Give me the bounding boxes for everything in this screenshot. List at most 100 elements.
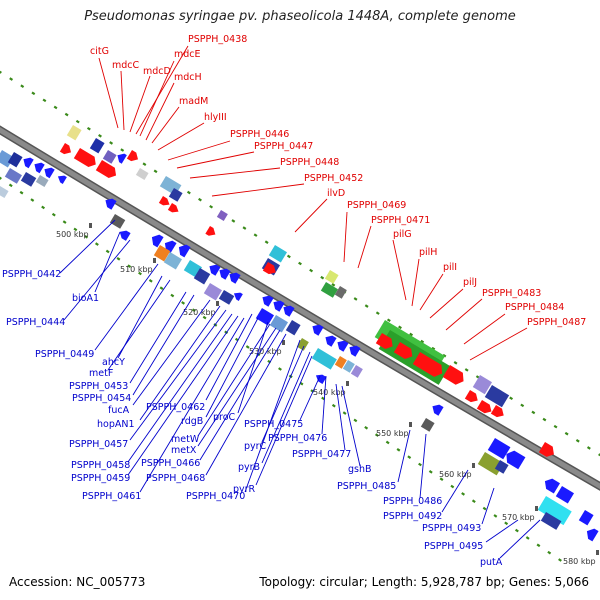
inner-dot bbox=[525, 536, 530, 540]
outer-dot bbox=[520, 403, 525, 408]
gene-41-shape bbox=[233, 292, 243, 301]
gene-9 bbox=[57, 175, 67, 184]
outer-dot bbox=[386, 318, 391, 323]
forward-gene-label: citG bbox=[90, 46, 109, 57]
reverse-gene-leader bbox=[485, 519, 519, 543]
reverse-gene-label: PSPPH_0459 bbox=[71, 473, 130, 484]
gene-60 bbox=[315, 374, 327, 385]
inner-dot bbox=[116, 256, 121, 261]
scale-tick-mark bbox=[153, 258, 156, 263]
gene-71 bbox=[484, 385, 510, 408]
gene-66 bbox=[375, 333, 393, 349]
gene-56 bbox=[311, 348, 337, 370]
gene-55 bbox=[349, 345, 361, 357]
outer-dot bbox=[20, 84, 25, 88]
reverse-gene-leader bbox=[341, 385, 361, 467]
outer-dot bbox=[409, 332, 414, 337]
reverse-gene-leader bbox=[299, 375, 321, 421]
outer-dot bbox=[586, 446, 591, 450]
inner-dot bbox=[127, 264, 132, 268]
gene-58 bbox=[342, 360, 355, 373]
reverse-gene-label: PSPPH_0449 bbox=[35, 349, 94, 360]
gene-76-shape bbox=[420, 418, 435, 432]
gene-87-shape bbox=[586, 528, 599, 542]
reverse-gene-label: PSPPH_0462 bbox=[146, 402, 205, 413]
scale-tick-mark bbox=[282, 340, 285, 345]
gene-87 bbox=[586, 528, 599, 542]
inner-dot bbox=[181, 301, 186, 305]
reverse-gene-leader bbox=[199, 329, 281, 461]
gene-32-shape bbox=[153, 245, 171, 262]
gene-72 bbox=[464, 390, 478, 403]
inner-dot bbox=[148, 279, 153, 283]
gene-44 bbox=[283, 305, 295, 317]
gene-39-shape bbox=[203, 283, 223, 301]
forward-gene-leader bbox=[294, 198, 328, 233]
reverse-gene-leader bbox=[205, 313, 253, 401]
gene-17 bbox=[95, 160, 117, 179]
inner-dot bbox=[84, 234, 89, 239]
reverse-gene-leader bbox=[397, 429, 411, 483]
outer-dot bbox=[231, 219, 236, 223]
outer-dot bbox=[253, 233, 258, 237]
outer-dot bbox=[242, 226, 247, 230]
forward-gene-label: mdcD bbox=[143, 66, 171, 77]
gene-70 bbox=[472, 375, 493, 395]
scale-tick-mark bbox=[346, 381, 349, 386]
inner-dot bbox=[51, 212, 56, 217]
gene-84 bbox=[537, 496, 572, 526]
reverse-gene-label: PSPPH_0477 bbox=[292, 449, 351, 460]
reverse-gene-label: pyrR bbox=[233, 484, 256, 495]
gene-16 bbox=[73, 148, 96, 168]
forward-gene-leader bbox=[392, 239, 407, 301]
inner-dot bbox=[138, 271, 142, 276]
gene-28 bbox=[119, 230, 131, 241]
reverse-gene-leader bbox=[132, 294, 195, 396]
gene-37-shape bbox=[219, 268, 231, 280]
reverse-gene-leader bbox=[205, 333, 287, 476]
gene-31-shape bbox=[178, 244, 191, 258]
forward-gene-label: pilG bbox=[393, 229, 412, 240]
gene-4 bbox=[34, 162, 45, 174]
gene-45 bbox=[255, 308, 275, 326]
gene-48 bbox=[312, 324, 324, 336]
inner-dot bbox=[396, 447, 401, 452]
gene-42-shape bbox=[262, 295, 274, 307]
gene-63 bbox=[334, 286, 347, 299]
inner-dot bbox=[62, 220, 67, 224]
scale-tick-mark bbox=[472, 463, 475, 468]
forward-gene-leader bbox=[167, 140, 231, 161]
reverse-gene-label: proC bbox=[213, 412, 236, 423]
reverse-gene-leader bbox=[139, 317, 245, 493]
reverse-gene-label: PSPPH_0458 bbox=[71, 460, 130, 471]
gene-24-shape bbox=[216, 210, 228, 221]
reverse-gene-leader bbox=[419, 433, 427, 499]
scale-tick-label: 510 kbp bbox=[120, 265, 153, 274]
outer-dot bbox=[0, 70, 2, 74]
scale-tick-mark bbox=[89, 223, 92, 228]
reverse-gene-label: PSPPH_0453 bbox=[69, 381, 128, 392]
forward-gene-label: PSPPH_0447 bbox=[254, 141, 313, 152]
forward-gene-leader bbox=[463, 313, 506, 345]
inner-dot bbox=[73, 227, 78, 232]
reverse-gene-leader bbox=[132, 299, 211, 406]
gene-71-shape bbox=[484, 385, 510, 408]
outer-dot bbox=[509, 396, 514, 401]
reverse-gene-label: PSPPH_0485 bbox=[337, 481, 396, 492]
forward-gene-label: mdcH bbox=[174, 72, 202, 83]
inner-dot bbox=[374, 433, 379, 437]
inner-dot bbox=[407, 455, 412, 459]
gene-58-shape bbox=[342, 360, 355, 373]
reverse-gene-leader bbox=[261, 351, 311, 464]
gene-76 bbox=[420, 418, 435, 432]
gene-33-shape bbox=[163, 251, 183, 270]
forward-gene-leader bbox=[129, 75, 151, 133]
gene-85-shape bbox=[540, 512, 562, 530]
gene-23-shape bbox=[167, 203, 179, 213]
gene-10-shape bbox=[0, 186, 9, 199]
gene-18 bbox=[126, 150, 138, 162]
outer-dot bbox=[298, 261, 302, 266]
gene-70-shape bbox=[472, 375, 493, 395]
gene-74-shape bbox=[490, 405, 504, 418]
reverse-gene-label: hopAN1 bbox=[97, 419, 135, 430]
